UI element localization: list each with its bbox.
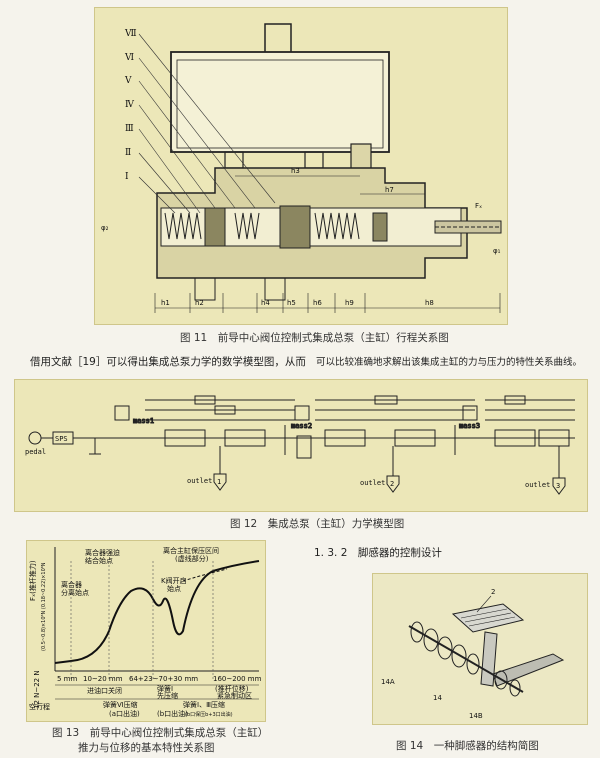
phi-right-label: φ₁ — [493, 247, 501, 255]
pedal-label: pedal — [25, 448, 46, 456]
roman-label-5: Ⅴ — [124, 76, 132, 86]
mass2-label: mass2 — [291, 422, 312, 430]
figure-14-caption: 图 14 一种脚感器的结构简图 — [396, 740, 539, 752]
range-2: 64+23~70+30 mm — [129, 675, 198, 683]
dim-h7: h7 — [385, 186, 394, 194]
sps-label: SPS — [55, 435, 68, 443]
annot-b2: 弹簧Ⅵ压缩 — [103, 700, 137, 709]
figure-11-caption: 图 11 前导中心阀位控制式集成总泵（主缸）行程关系图 — [180, 332, 449, 344]
annot-b1: 空行程 — [29, 702, 50, 711]
range-1: 10~20 mm — [83, 675, 123, 683]
annot-b4: 弹簧Ⅰ、Ⅲ压缩 — [183, 700, 225, 709]
dim-h1: h1 — [161, 299, 170, 307]
figure-13-panel: Fₓ(推杆推力) (0.5~0.8)×10⁶N (0.18~0.22)×10⁶N… — [26, 540, 266, 722]
figure-12-caption: 图 12 集成总泵（主缸）力学模型图 — [230, 518, 405, 530]
roman-label-4: Ⅳ — [125, 100, 135, 110]
annot-a2b: 分离始点 — [61, 588, 89, 597]
roman-label-3: Ⅲ — [125, 124, 134, 134]
dim-h4: h4 — [261, 299, 270, 307]
figure-14-panel: 2 14A 14 14B — [372, 573, 588, 725]
mass3-label: mass3 — [459, 422, 480, 430]
roman-label-7: Ⅶ — [124, 29, 137, 39]
body-text-right: 可以比较准确地求解出该集成主缸的力与压力的特性关系曲线。 — [316, 357, 583, 368]
dim-h8: h8 — [425, 299, 434, 307]
annot-a1: 离合器强迫 — [85, 548, 120, 557]
roman-label-1: Ⅰ — [125, 172, 129, 182]
section-heading: 1. 3. 2 脚感器的控制设计 — [314, 547, 442, 559]
dim-h3: h3 — [291, 167, 300, 175]
force-label: Fₓ — [475, 202, 482, 210]
dim-h2: h2 — [195, 299, 204, 307]
y-values-label: (0.5~0.8)×10⁶N (0.18~0.22)×10⁶N — [41, 562, 47, 651]
outlet-3-num: 3 — [556, 482, 560, 490]
x-first-label: 5 mm — [57, 675, 77, 683]
fig14-label-14B: 14B — [469, 712, 483, 720]
y-axis-label: Fₓ(推杆推力) — [28, 560, 37, 601]
figure-14-drawing: 2 14A 14 14B — [381, 588, 565, 720]
figure-13-caption-line1: 图 13 前导中心阀位控制式集成总泵（主缸） — [52, 727, 269, 739]
outlet-2-num: 2 — [390, 480, 394, 488]
outlet-2-label: outlet — [360, 479, 385, 487]
figure-12-panel: pedal SPS mass1 mass2 — [14, 379, 588, 512]
annot-a1b: 结合始点 — [85, 556, 113, 565]
figure-12-diagram: pedal SPS mass1 mass2 — [25, 395, 575, 495]
annot-a5: 进油口关闭 — [87, 686, 122, 695]
phi-left-label: φ₂ — [101, 224, 109, 232]
figure-11-panel: Ⅶ Ⅵ Ⅴ Ⅳ Ⅲ Ⅱ Ⅰ h1 h2 h3 h4 h5 h6 h7 h8 h9… — [94, 7, 508, 325]
body-text-left: 借用文献［19］可以得出集成总泵力学的数学模型图，从而 — [30, 356, 306, 368]
fig14-label-14A: 14A — [381, 678, 395, 686]
annot-a6: 弹簧Ⅰ — [157, 684, 173, 693]
annot-a6b: 先压缩 — [157, 691, 178, 700]
dim-h5: h5 — [287, 299, 296, 307]
annot-a4b: 始点 — [167, 584, 181, 593]
annot-a2: 离合器 — [61, 580, 82, 589]
fig14-label-2: 2 — [491, 588, 495, 596]
figure-13-plot: Fₓ(推杆推力) (0.5~0.8)×10⁶N (0.18~0.22)×10⁶N… — [28, 546, 262, 718]
annot-a7: 紧急制动区 — [217, 691, 252, 700]
annot-b5: (b口出油) — [157, 709, 188, 718]
annot-a3: 离合主缸保压区间 — [163, 546, 219, 555]
annot-a4: K阀开启 — [161, 576, 187, 585]
annot-b3: (a口出油) — [109, 709, 140, 718]
roman-label-2: Ⅱ — [125, 148, 131, 158]
dim-h6: h6 — [313, 299, 322, 307]
figure-11-drawing: Ⅶ Ⅵ Ⅴ Ⅳ Ⅲ Ⅱ Ⅰ h1 h2 h3 h4 h5 h6 h7 h8 h9… — [101, 23, 502, 313]
range-4: (推杆位移) — [215, 684, 249, 693]
outlet-3-label: outlet — [525, 481, 550, 489]
fig14-label-14: 14 — [433, 694, 442, 702]
y-bottom-label: 12 N~22 N — [33, 670, 41, 709]
roman-label-6: Ⅵ — [124, 53, 134, 63]
range-3: 160~200 mm — [213, 675, 262, 683]
dim-h9: h9 — [345, 299, 354, 307]
outlet-1-num: 1 — [217, 478, 221, 486]
outlet-1-label: outlet — [187, 477, 212, 485]
annot-b6: (b口保压b+3口出油) — [185, 711, 233, 718]
mass1-label: mass1 — [133, 417, 154, 425]
annot-a3b: (虚线部分) — [175, 554, 209, 563]
figure-13-caption-line2: 推力与位移的基本特性关系图 — [78, 742, 215, 754]
